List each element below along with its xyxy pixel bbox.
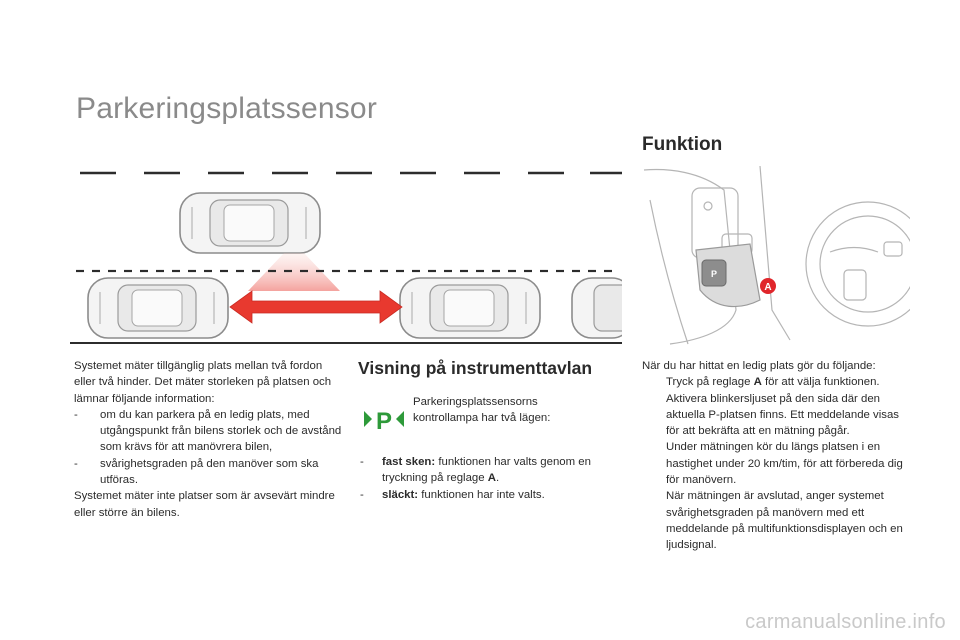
instruction-step: Aktivera blinkersljuset på den sida där … bbox=[642, 391, 912, 440]
control-a-marker bbox=[760, 278, 776, 294]
step-bullet-icon bbox=[642, 488, 666, 553]
step-bullet-icon bbox=[642, 391, 666, 440]
svg-text:P: P bbox=[711, 269, 717, 279]
indicator-mode-item: - släckt: funktionen har inte valts. bbox=[360, 488, 545, 501]
description-paragraph: Systemet mäter tillgänglig plats mellan … bbox=[74, 360, 332, 405]
dashboard-illustration: P A bbox=[643, 165, 910, 345]
description-bullet: - svårighetsgraden på den manöver som sk… bbox=[74, 457, 319, 487]
instruction-step: Tryck på reglage A för att välja funktio… bbox=[642, 374, 912, 390]
step-bullet-icon bbox=[642, 439, 666, 488]
parking-sensor-indicator-icon: P bbox=[364, 408, 404, 432]
description-paragraph: Systemet mäter inte platser som är avsev… bbox=[74, 490, 335, 519]
page-title: Parkeringsplatssensor bbox=[76, 92, 378, 125]
funktion-intro: När du har hittat en ledig plats gör du … bbox=[642, 360, 876, 372]
parking-illustration bbox=[70, 171, 622, 344]
control-a-label: A bbox=[764, 282, 771, 293]
space-measure-arrow bbox=[229, 290, 403, 324]
visning-intro: Parkeringsplatssensorns kontrollampa har… bbox=[413, 396, 551, 425]
description-bullet: - om du kan parkera på en ledig plats, m… bbox=[74, 408, 342, 454]
indicator-mode-item: - fast sken: funktionen har valts genom … bbox=[360, 456, 591, 485]
system-description: Systemet mäter tillgänglig plats mellan … bbox=[74, 358, 342, 521]
watermark: carmanualsonline.info bbox=[745, 611, 946, 633]
instruction-step: Under mätningen kör du längs platsen i e… bbox=[642, 439, 912, 488]
funktion-instructions: När du har hittat en ledig plats gör du … bbox=[642, 358, 912, 554]
visning-heading: Visning på instrumenttavlan bbox=[358, 358, 593, 378]
funktion-heading: Funktion bbox=[642, 134, 723, 155]
instruction-step: När mätningen är avslutad, anger systeme… bbox=[642, 488, 912, 553]
indicator-modes-list: - fast sken: funktionen har valts genom … bbox=[360, 454, 615, 503]
step-bullet-icon bbox=[642, 374, 666, 390]
svg-text:P: P bbox=[376, 408, 392, 432]
